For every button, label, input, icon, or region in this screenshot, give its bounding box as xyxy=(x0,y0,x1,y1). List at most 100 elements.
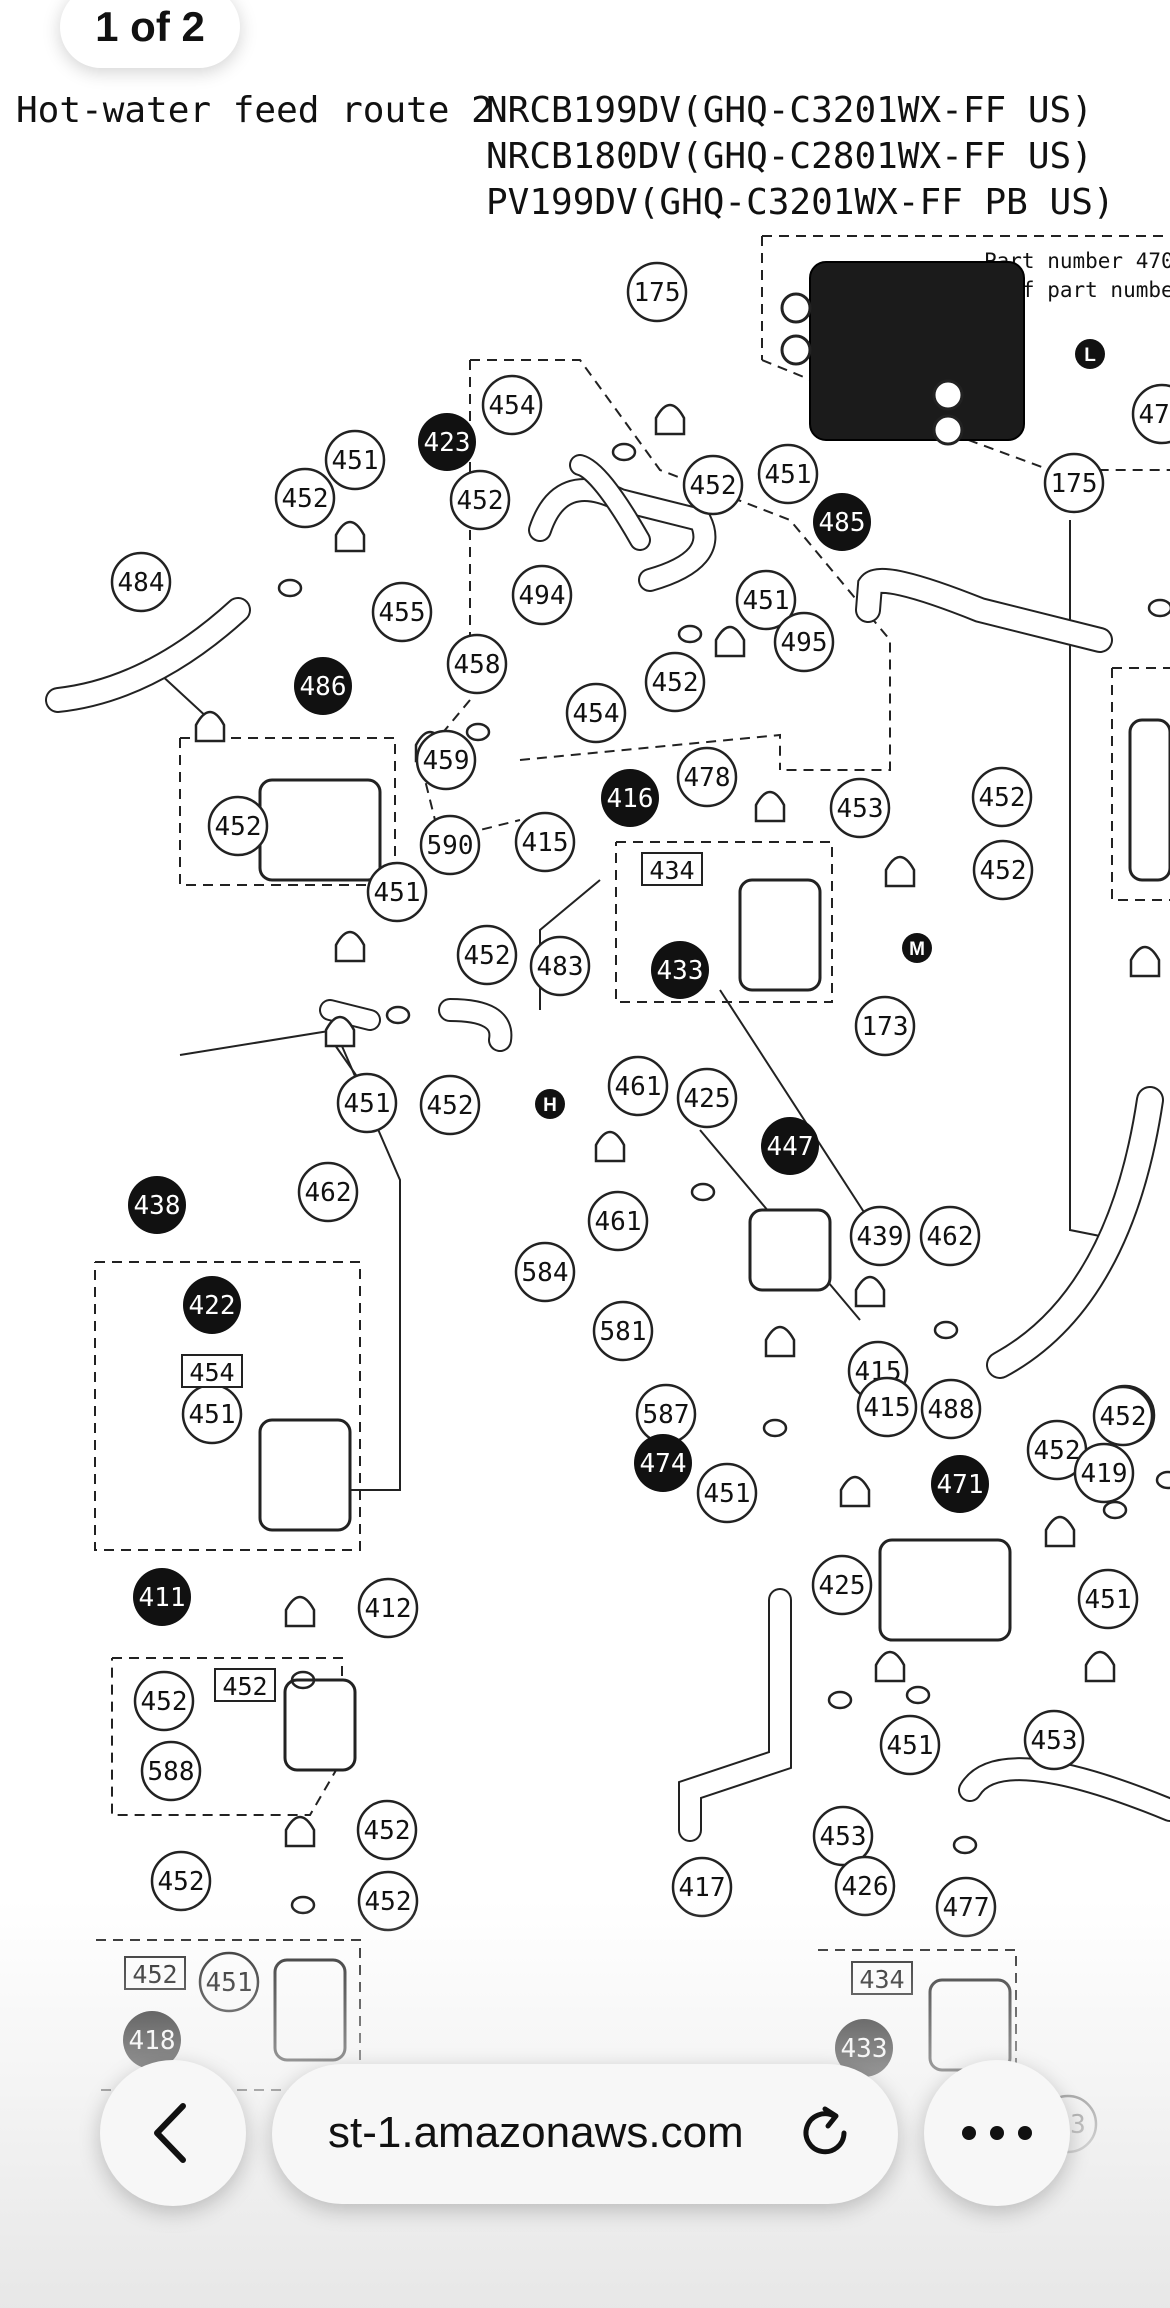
callout-452: 452 xyxy=(133,1670,195,1732)
clamp xyxy=(854,1275,886,1308)
pipe-body xyxy=(571,456,649,549)
callout-circle xyxy=(931,1455,989,1513)
callout-439: 439 xyxy=(849,1205,911,1267)
callout-label: 422 xyxy=(189,1291,236,1321)
callout-452: 452 xyxy=(150,1850,212,1912)
callout-label: 462 xyxy=(305,1178,352,1208)
callout-label: 419 xyxy=(1081,1459,1128,1489)
callout-label: 584 xyxy=(522,1258,569,1288)
callout-label: 458 xyxy=(454,650,501,680)
callout-circle xyxy=(634,1434,692,1492)
callout-452: 452 xyxy=(682,454,744,516)
callout-415: 415 xyxy=(856,1376,918,1438)
callout-circle xyxy=(676,1067,738,1129)
callout-label: 494 xyxy=(519,581,566,611)
callout-label: 423 xyxy=(424,428,471,458)
marker-H: H xyxy=(535,1089,565,1119)
marker-L: L xyxy=(1075,339,1105,369)
boxed-label-text: 452 xyxy=(132,1960,177,1989)
callout-filled-485: 485 xyxy=(813,493,871,551)
callout-circle xyxy=(274,467,336,529)
callout-label: 581 xyxy=(600,1317,647,1347)
callout-circle xyxy=(481,374,543,436)
callout-circle xyxy=(419,814,481,876)
callout-453: 453 xyxy=(812,1805,874,1867)
callout-label: 470 xyxy=(1139,400,1170,430)
url-text: st-1.amazonaws.com xyxy=(328,2108,744,2157)
callout-circle xyxy=(1043,452,1105,514)
port-ring xyxy=(932,414,964,446)
callout-label: 451 xyxy=(704,1479,751,1509)
clamp xyxy=(714,625,746,658)
callout-circle xyxy=(696,1462,758,1524)
clamp xyxy=(284,1815,316,1848)
callout-label: 452 xyxy=(690,471,737,501)
pipe-outline xyxy=(986,1086,1164,1379)
callout-circle xyxy=(676,746,738,808)
more-button[interactable] xyxy=(924,2060,1070,2206)
callout-circle xyxy=(849,1205,911,1267)
callout-circle xyxy=(1077,1568,1139,1630)
callout-label: 451 xyxy=(765,460,812,490)
callout-452: 452 xyxy=(1092,1385,1154,1447)
callout-label: 175 xyxy=(634,278,681,308)
url-bar[interactable]: st-1.amazonaws.com xyxy=(272,2064,898,2204)
callout-circle xyxy=(601,769,659,827)
callout-label: 433 xyxy=(657,956,704,986)
clamp xyxy=(839,1475,871,1508)
callout-label: 452 xyxy=(141,1687,188,1717)
callout-495: 495 xyxy=(773,611,835,673)
o-ring xyxy=(677,624,703,644)
callout-459: 459 xyxy=(415,729,477,791)
port-ring xyxy=(780,334,812,366)
callout-circle xyxy=(879,1714,941,1776)
callout-circle xyxy=(761,1117,819,1175)
valve-assembly xyxy=(258,1418,352,1532)
o-ring xyxy=(933,1320,959,1340)
reload-icon[interactable] xyxy=(792,2100,858,2166)
callout-458: 458 xyxy=(446,633,508,695)
callout-454: 454 xyxy=(481,374,543,436)
pipe-body xyxy=(988,1088,1162,1377)
callout-circle xyxy=(357,1577,419,1639)
callout-circle xyxy=(456,924,518,986)
callout-circle xyxy=(607,1055,669,1117)
callout-circle xyxy=(812,1805,874,1867)
callout-173: 173 xyxy=(854,995,916,1057)
boxed-label-frame xyxy=(641,852,703,886)
callout-filled-422: 422 xyxy=(183,1276,241,1334)
chevron-left-icon xyxy=(154,2103,186,2163)
pipe-body xyxy=(857,569,1111,651)
callout-filled-447: 447 xyxy=(761,1117,819,1175)
callout-451: 451 xyxy=(181,1383,243,1445)
heat-exchanger xyxy=(809,261,1025,441)
callout-label: 477 xyxy=(943,1893,990,1923)
dashed-group-outline xyxy=(470,359,891,771)
dashed-group-outline xyxy=(111,1657,343,1816)
callout-label: 452 xyxy=(365,1887,412,1917)
boxed-label-frame xyxy=(214,1668,276,1702)
callout-label: 417 xyxy=(679,1873,726,1903)
callout-circle xyxy=(592,1300,654,1362)
callout-label: 451 xyxy=(887,1731,934,1761)
callout-451: 451 xyxy=(757,443,819,505)
callout-label: 587 xyxy=(643,1400,690,1430)
callout-477: 477 xyxy=(935,1876,997,1938)
callout-label: 461 xyxy=(615,1072,662,1102)
filter-housing xyxy=(283,1678,357,1772)
mixing-valve xyxy=(878,1538,1012,1642)
callout-590: 590 xyxy=(419,814,481,876)
callout-circle xyxy=(415,729,477,791)
callout-label: 452 xyxy=(457,486,504,516)
callout-478: 478 xyxy=(676,746,738,808)
back-button[interactable] xyxy=(100,2060,246,2206)
page-indicator: 1 of 2 xyxy=(60,0,240,68)
callout-425: 425 xyxy=(676,1067,738,1129)
callout-412: 412 xyxy=(357,1577,419,1639)
callout-462: 462 xyxy=(919,1205,981,1267)
boxed-label-text: 452 xyxy=(222,1672,267,1701)
callout-circle xyxy=(140,1740,202,1802)
callout-circle xyxy=(419,1074,481,1136)
callout-426: 426 xyxy=(834,1855,896,1917)
